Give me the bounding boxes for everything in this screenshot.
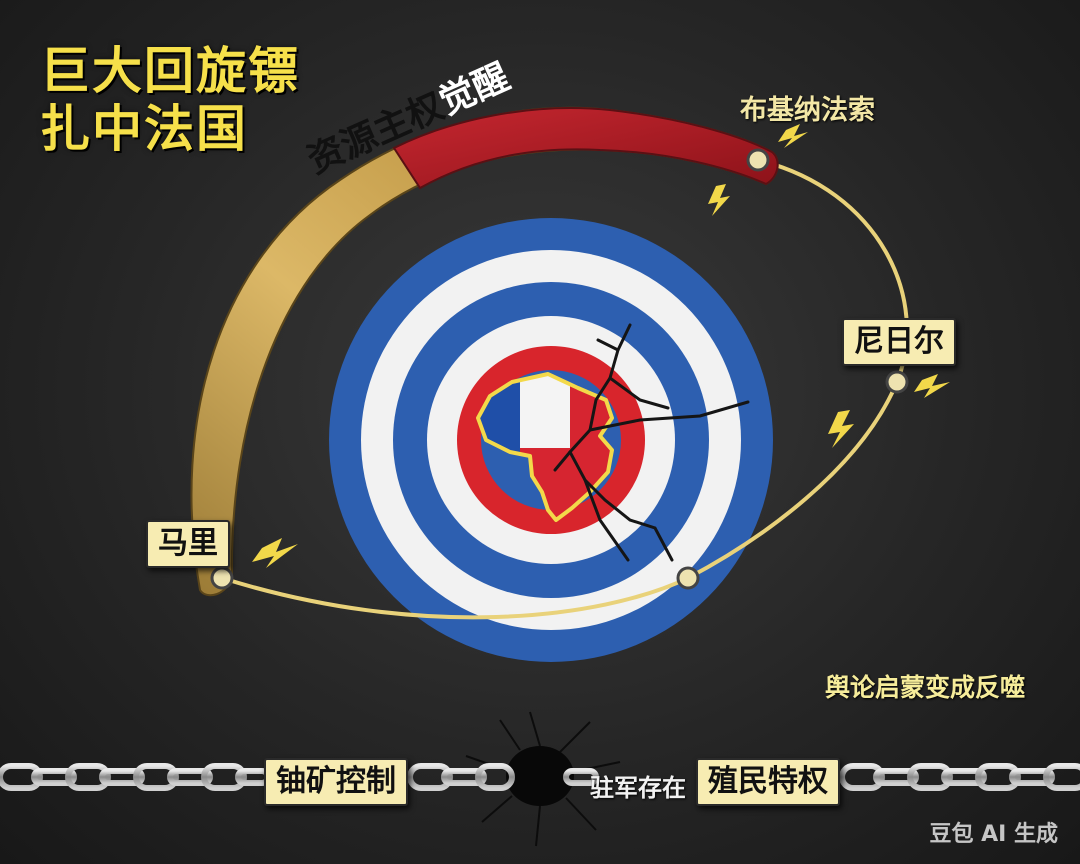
crack-icon xyxy=(553,323,750,562)
node-target-hit xyxy=(676,566,700,590)
chain-icon xyxy=(0,763,1080,791)
tag-niger: 尼日尔 xyxy=(842,318,956,366)
node-burkina-faso xyxy=(746,148,770,172)
lightning-icon xyxy=(778,124,808,148)
lightning-icon xyxy=(708,184,730,216)
title-line-1: 巨大回旋镖 xyxy=(40,42,300,100)
label-burkina-faso: 布基纳法索 xyxy=(740,95,875,126)
node-mali xyxy=(210,566,234,590)
boomerang-orbit-line xyxy=(221,158,909,620)
tag-uranium-control: 铀矿控制 xyxy=(264,758,408,806)
lightning-icon xyxy=(914,374,950,398)
tag-colonial-privilege: 殖民特权 xyxy=(696,758,840,806)
impact-hole xyxy=(465,711,621,847)
node-niger xyxy=(885,370,909,394)
page-title: 巨大回旋镖 扎中法国 xyxy=(40,42,300,158)
lightning-icon xyxy=(828,410,854,448)
label-garrison: 驻军存在 xyxy=(590,774,686,802)
tag-mali: 马里 xyxy=(146,520,230,568)
lightning-icon xyxy=(252,538,298,568)
watermark: 豆包 AI 生成 xyxy=(929,822,1058,847)
title-line-2: 扎中法国 xyxy=(40,100,248,158)
boomerang xyxy=(190,106,779,597)
annotation-backlash: 舆论启蒙变成反噬 xyxy=(825,673,1026,702)
